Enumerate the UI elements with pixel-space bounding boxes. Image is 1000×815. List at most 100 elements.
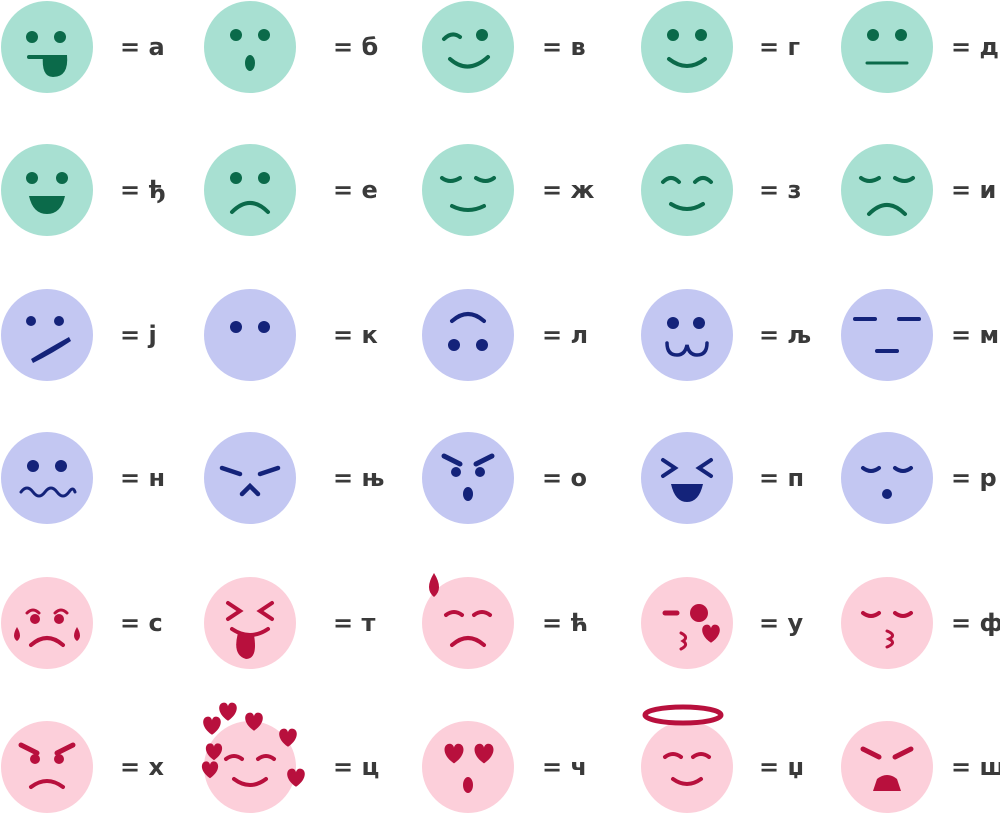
stroke-mark [53,608,69,615]
eye-mark [54,754,64,764]
heart-mark [203,716,221,735]
happy-closed-eyes-face-icon [641,144,733,236]
cipher-label: = р [951,464,997,492]
whistling-face-icon [841,432,933,524]
stroke-mark [29,779,65,789]
squint-tongue-face-icon [204,577,296,669]
eye-mark [667,29,679,41]
mouth-mark [245,55,255,71]
heart-mark [245,712,263,731]
heart-mark [201,761,219,779]
face-circle [422,721,514,813]
eye-mark [258,172,270,184]
cipher-label: = џ [759,753,805,781]
stroke-mark [679,631,688,651]
cipher-label: = б [333,33,379,61]
stroke-mark [442,32,462,41]
face-circle [204,1,296,93]
eye-mark [26,316,36,326]
confounded-face-icon [204,432,296,524]
stroke-mark [892,746,914,760]
kissing-closed-eyes-face-icon [841,577,933,669]
woozy-face-icon [1,432,93,524]
eye-mark [54,31,66,43]
eye-mark [258,321,270,333]
stroke-mark [219,465,243,477]
eye-mark [451,467,461,477]
stroke-mark [695,458,713,478]
crying-face-icon [1,577,93,669]
eye-mark [475,467,485,477]
stroke-mark [444,610,464,617]
stroke-mark [54,742,76,756]
halo-mark [642,704,724,726]
stroke-mark [29,636,65,647]
eye-mark [55,460,67,472]
stroke-mark [893,176,915,183]
stroke-mark [691,752,711,759]
content-closed-eyes-face-icon [422,144,514,236]
tired-face-icon [841,721,933,813]
eye-mark [54,614,64,624]
shape-mark [31,337,71,363]
stroke-mark [663,752,683,759]
face-circle [841,144,933,236]
neutral-face-icon [841,1,933,93]
stroke-mark [867,203,907,216]
face-circle [841,577,933,669]
eye-mark [54,316,64,326]
hearts-around-face-icon [201,702,305,813]
face-circle [204,144,296,236]
stroke-mark [669,202,705,211]
cipher-label: = н [120,464,166,492]
stroke-mark [893,466,913,473]
stroke-mark [25,608,41,615]
stroke-mark [226,601,244,621]
face-circle [1,721,93,813]
eye-mark [476,339,488,351]
shape-mark [671,484,703,502]
eye-mark [693,317,705,329]
raised-brow-face-icon [422,289,514,381]
surprised-face-icon [204,1,296,93]
stroke-mark [440,176,462,183]
face-circle [1,577,93,669]
stroke-mark [224,754,244,761]
face-circle [1,289,93,381]
face-circle [841,289,933,381]
stroke-mark [448,55,490,69]
eye-mark [230,172,242,184]
face-circle [841,432,933,524]
stroke-mark [232,777,268,787]
cipher-label: = п [759,464,805,492]
cipher-label: = љ [759,321,812,349]
eye-mark [867,29,879,41]
tear-mark [74,627,80,641]
eye-mark [26,31,38,43]
face-circle [204,721,296,813]
mouthless-face-icon [204,289,296,381]
stroke-mark [18,742,40,756]
cipher-label: = в [542,33,586,61]
stroke-mark [860,746,882,760]
shape-mark [42,55,68,77]
eye-mark [230,321,242,333]
stroke-mark [257,465,281,477]
halo-face-icon [641,704,733,813]
laughing-squint-face-icon [641,432,733,524]
face-circle [641,432,733,524]
heart-mark [444,743,464,764]
eye-mark [56,172,68,184]
expressionless-face-icon [841,289,933,381]
mouth-mark [463,487,473,501]
heart-mark [474,743,494,764]
face-circle [422,1,514,93]
face-circle [422,577,514,669]
smiling-face-icon [641,1,733,93]
cipher-label: = ц [333,753,380,781]
sweat-drop-mark [429,573,439,597]
stroke-mark [256,601,274,621]
heart-mark [205,743,223,761]
stroke-mark [450,312,486,323]
cipher-label: = с [120,609,163,637]
